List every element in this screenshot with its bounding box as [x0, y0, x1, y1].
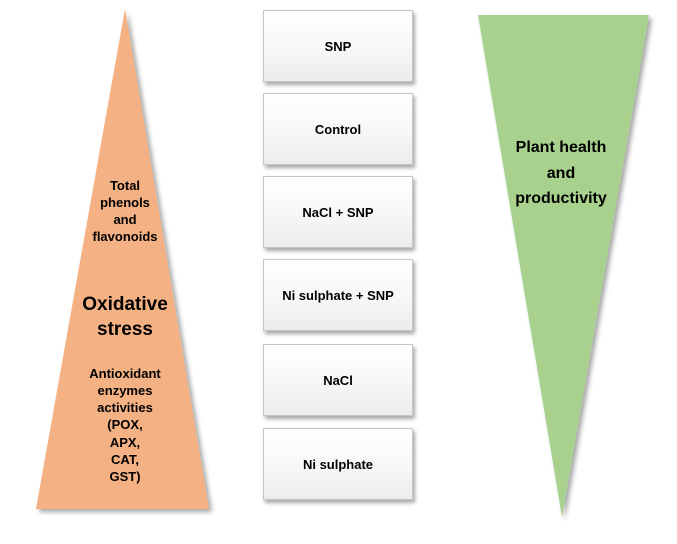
treatment-box-ni-sulphate-snp: Ni sulphate + SNP — [263, 259, 413, 331]
treatment-box-snp: SNP — [263, 10, 413, 82]
label-line: flavonoids — [92, 229, 158, 245]
label-line: Oxidative — [82, 294, 168, 315]
treatment-label: SNP — [324, 38, 352, 54]
label-line: (POX, — [107, 417, 143, 433]
antioxidant-enzymes-label: Antioxidant enzymes activities (POX, APX… — [70, 365, 180, 485]
oxidative-stress-triangle — [36, 9, 209, 509]
treatment-box-nacl-snp: NaCl + SNP — [263, 176, 413, 248]
phenols-flavonoids-label: Total phenols and flavonoids — [80, 177, 170, 246]
treatment-box-nacl: NaCl — [263, 344, 413, 416]
treatment-label: Ni sulphate + SNP — [282, 287, 394, 303]
treatment-label: Ni sulphate — [302, 456, 374, 472]
treatment-label: NaCl — [323, 372, 353, 388]
label-line: productivity — [515, 190, 607, 208]
label-line: and — [113, 212, 137, 228]
label-line: enzymes — [97, 383, 153, 399]
treatment-box-control: Control — [263, 93, 413, 165]
plant-health-triangle — [478, 15, 649, 517]
treatment-box-ni-sulphate: Ni sulphate — [263, 428, 413, 500]
label-line: Plant health — [515, 139, 607, 156]
label-line: CAT, — [111, 451, 139, 467]
label-line: activities — [97, 400, 153, 416]
label-line: stress — [97, 319, 153, 341]
label-line: and — [546, 164, 576, 182]
label-line: Total — [109, 178, 141, 193]
label-line: phenols — [100, 195, 150, 211]
treatment-label: NaCl + SNP — [302, 204, 374, 220]
plant-health-label: Plant health and productivity — [496, 135, 626, 212]
label-line: APX, — [109, 434, 141, 450]
oxidative-stress-label: Oxidative stress — [60, 292, 190, 343]
treatment-label: Control — [314, 121, 362, 137]
label-line: Antioxidant — [89, 366, 161, 381]
label-line: GST) — [109, 468, 141, 484]
